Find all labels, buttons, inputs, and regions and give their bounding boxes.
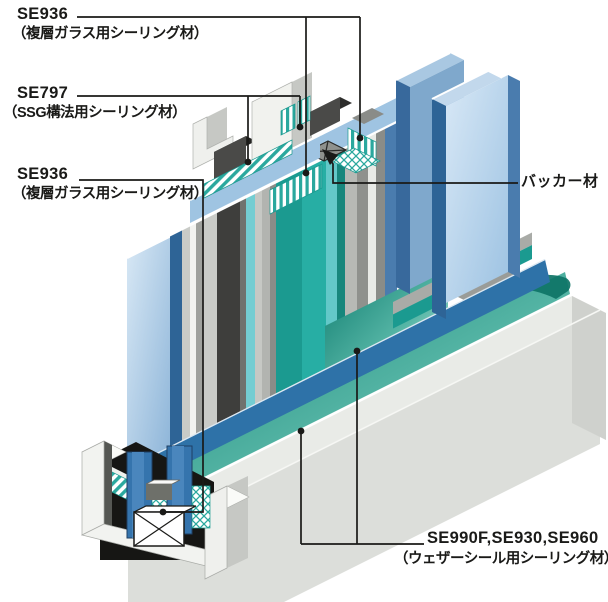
weather-seal-section: [329, 147, 381, 174]
channel-right-wall: [204, 485, 228, 580]
label-se936-top-desc: （複層ガラス用シーリング材）: [12, 26, 208, 42]
leader-dot: [296, 123, 304, 131]
spacer-shadow: [217, 201, 240, 423]
spacer-block: [146, 484, 172, 500]
leader-dot: [356, 134, 364, 142]
leader-dot: [302, 169, 310, 177]
label-se797-desc: （SSG構法用シーリング材）: [3, 105, 187, 121]
leader-dot: [244, 158, 252, 166]
label-se936-left-code: SE936: [17, 165, 69, 183]
leader-se797: [77, 95, 301, 161]
leader-lines: [77, 16, 518, 545]
label-se797-code: SE797: [17, 84, 69, 102]
sill-beam-top: [100, 296, 600, 546]
glass-unit-right: [395, 52, 520, 319]
leader-se936-top: [77, 16, 361, 172]
leader-dot: [159, 508, 167, 516]
leader-se936-left: [79, 179, 204, 513]
ssg-seal-section: [280, 103, 296, 136]
label-se936-top-code: SE936: [17, 5, 69, 23]
weather-seal-band: [95, 272, 570, 529]
sill-channel-section: [80, 440, 250, 580]
left-glass-edge: [170, 230, 182, 447]
leader-weather: [300, 352, 424, 545]
mullion-teal-face: [276, 170, 302, 394]
sill-flashing: [90, 259, 550, 509]
channel-left-wall: [81, 440, 105, 536]
left-cap-bar: [190, 135, 320, 223]
label-backer: バッカー材: [521, 173, 599, 190]
left-glass-face: [127, 236, 170, 468]
sill-beam-end: [572, 296, 606, 440]
leader-dots: [159, 123, 364, 516]
label-weather-code: SE990F,SE930,SE960: [427, 529, 599, 547]
label-weather-desc: （ウェザーシール用シーリング材）: [394, 551, 608, 567]
front-pane: [446, 75, 508, 303]
leader-dot: [297, 427, 305, 435]
label-se936-left-desc: （複層ガラス用シーリング材）: [12, 186, 208, 202]
leader-dot: [353, 347, 361, 355]
ssg-seal-band: [203, 139, 293, 199]
backer-arrowhead: [322, 149, 338, 165]
